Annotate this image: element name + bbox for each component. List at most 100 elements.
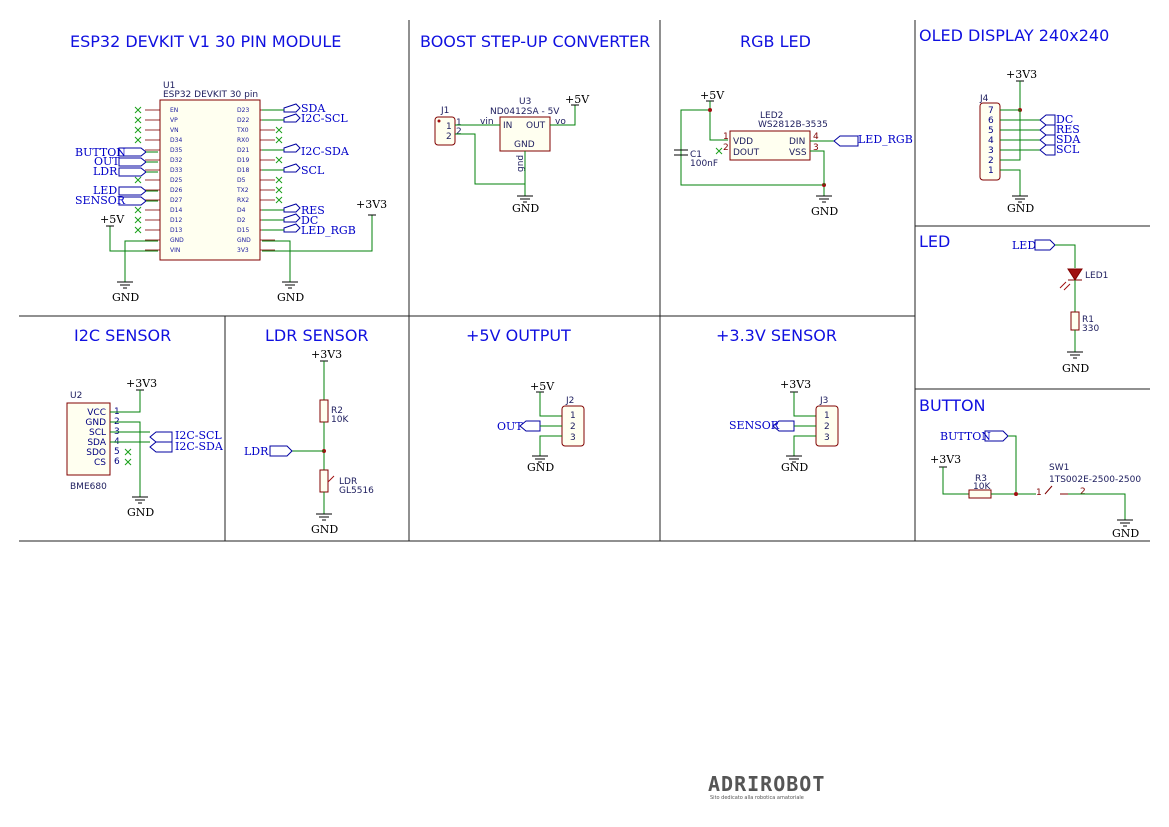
j2-pin3: 3 bbox=[570, 433, 576, 443]
flag-ldr bbox=[118, 167, 147, 177]
flag-out bbox=[519, 420, 541, 432]
esp32-power: +5V +3V3 GND GND bbox=[100, 198, 387, 304]
u3-body bbox=[499, 116, 551, 152]
flag-led-rgb-in bbox=[833, 135, 859, 147]
j1-pinnum1: 1 bbox=[456, 118, 462, 128]
j4-pin: 7 bbox=[988, 106, 994, 116]
net-dc: DC bbox=[301, 214, 318, 227]
title-boost: BOOST STEP-UP CONVERTER bbox=[420, 32, 650, 51]
title-led: LED bbox=[919, 232, 950, 251]
esp32-pin-left: D25 bbox=[170, 177, 182, 184]
flag-led-rgb bbox=[283, 223, 301, 233]
i2c-3v3: +3V3 bbox=[126, 377, 157, 390]
flag-oled-dc bbox=[1039, 114, 1056, 126]
u3-pin-out: OUT bbox=[526, 121, 546, 131]
out-gnd: GND bbox=[527, 461, 554, 474]
ground-icon bbox=[282, 281, 298, 289]
j4-pin: 5 bbox=[988, 126, 994, 136]
logo-tagline: Sito dedicato alla robotica amatoriale bbox=[710, 795, 804, 801]
oled-net-dc: DC bbox=[1056, 113, 1073, 126]
c1-ref: C1 bbox=[690, 150, 702, 160]
esp32-pin-right: TX0 bbox=[236, 127, 249, 134]
flag-i2c-sda bbox=[283, 143, 301, 153]
ground-icon bbox=[517, 195, 533, 203]
ground-icon bbox=[1117, 519, 1133, 527]
j2-pin1: 1 bbox=[570, 411, 576, 421]
esp32-pin-left: D13 bbox=[170, 227, 182, 234]
flag-led bbox=[118, 186, 147, 196]
u2-pin-label: SCL bbox=[89, 428, 106, 438]
flag-oled-res bbox=[1039, 124, 1056, 136]
flag-out bbox=[118, 157, 147, 167]
net-button: BUTTON bbox=[75, 146, 126, 159]
net-scl: SCL bbox=[301, 164, 325, 177]
led2-pinnum2: 2 bbox=[723, 143, 729, 153]
ground-icon bbox=[532, 455, 548, 463]
esp32-3v3-label: +3V3 bbox=[356, 198, 387, 211]
adrirobot-logo: ADRIROBOT Sito dedicato alla robotica am… bbox=[708, 772, 825, 801]
u3-pin-in: IN bbox=[503, 121, 512, 131]
flag-led-in bbox=[1034, 239, 1056, 251]
led2-pin-dout: DOUT bbox=[733, 148, 760, 158]
ldr-value: GL5516 bbox=[339, 486, 374, 496]
led2-pinnum4: 4 bbox=[813, 132, 819, 142]
flag-oled-scl bbox=[1039, 144, 1056, 156]
net-led-rgb: LED_RGB bbox=[301, 224, 356, 237]
ldr-ref: LDR bbox=[339, 477, 357, 487]
button-gnd: GND bbox=[1112, 527, 1139, 540]
flag-i2c-scl bbox=[149, 431, 173, 443]
flag-sensor bbox=[118, 196, 147, 206]
j1-pinnum2: 2 bbox=[456, 127, 462, 137]
esp32-pin-right: GND bbox=[237, 237, 251, 244]
net-ldr: LDR bbox=[93, 165, 118, 178]
ground-icon bbox=[132, 496, 148, 504]
led-section: LED LED1 R1 330 GND bbox=[1012, 239, 1108, 375]
oled-gnd: GND bbox=[1007, 202, 1034, 215]
esp32-pin-right: D23 bbox=[237, 107, 249, 114]
u2-pin-label: SDO bbox=[86, 448, 106, 458]
flag-button bbox=[118, 147, 147, 157]
j4-body bbox=[979, 102, 1001, 181]
r1-value: 330 bbox=[1082, 324, 1099, 334]
boost-5v: +5V bbox=[565, 93, 590, 106]
j4-ref: J4 bbox=[979, 94, 989, 104]
j1-body bbox=[434, 116, 456, 146]
led2-ref: LED2 bbox=[760, 111, 783, 121]
sens-net: SENSOR bbox=[729, 419, 780, 432]
led2-pin-din: DIN bbox=[789, 137, 805, 147]
ldr-sensor-section: +3V3 R2 10K LDR LDR GL5516 GND bbox=[244, 348, 374, 536]
net-sda: SDA bbox=[301, 102, 326, 115]
title-button: BUTTON bbox=[919, 396, 986, 415]
r1-body bbox=[1070, 311, 1080, 331]
boost-vin: vin bbox=[480, 117, 494, 127]
u3-pin-gnd: GND bbox=[514, 140, 535, 150]
logo-name: ADRIROBOT bbox=[708, 772, 825, 796]
esp32-pin-right: D2 bbox=[237, 217, 246, 224]
boost-vo: vo bbox=[555, 117, 566, 127]
oled-net-scl: SCL bbox=[1056, 143, 1080, 156]
esp32-module: U1 ESP32 DEVKIT 30 pin ENVPVND34D35D32D3… bbox=[134, 81, 283, 261]
flag-i2c-sda bbox=[149, 441, 173, 453]
j4-pin: 2 bbox=[988, 156, 994, 166]
r1-ref: R1 bbox=[1082, 315, 1094, 325]
esp32-gnd-left: GND bbox=[112, 291, 139, 304]
title-ldr: LDR SENSOR bbox=[265, 326, 369, 345]
title-3v3-sensor: +3.3V SENSOR bbox=[716, 326, 837, 345]
boost-gnd: GND bbox=[512, 202, 539, 215]
u2-ref: U2 bbox=[70, 391, 82, 401]
esp32-pin-left: D34 bbox=[170, 137, 182, 144]
sw1-pin2: 2 bbox=[1080, 487, 1086, 497]
flag-sda bbox=[283, 103, 301, 113]
ldr-gnd: GND bbox=[311, 523, 338, 536]
boost-converter: J1 1 2 1 2 U3 ND0412SA - 5V IN OUT GND v… bbox=[434, 93, 590, 215]
u2-pin-label: VCC bbox=[87, 408, 106, 418]
led-diode-icon bbox=[1067, 268, 1083, 281]
esp32-pin-right: TX2 bbox=[236, 187, 249, 194]
u2-pin-label: CS bbox=[94, 458, 106, 468]
esp32-5v-label: +5V bbox=[100, 213, 125, 226]
i2c-gnd: GND bbox=[127, 506, 154, 519]
led2-value: WS2812B-3535 bbox=[758, 120, 828, 130]
ground-icon bbox=[117, 281, 133, 289]
